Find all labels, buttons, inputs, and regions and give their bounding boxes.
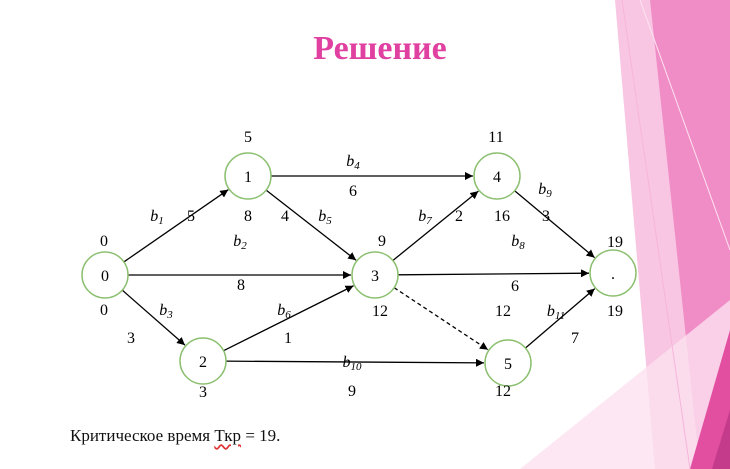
node-label: 2: [199, 354, 207, 371]
node-early-time: 0: [100, 233, 108, 250]
edge-duration-label: 5: [187, 208, 195, 225]
edge-n3-n6: [397, 269, 590, 278]
edge-n5-n6: [525, 288, 596, 349]
edge-name-subscript: 8: [519, 240, 525, 252]
node-circle: [589, 249, 637, 297]
node-early-time: 5: [244, 129, 252, 146]
deco-line-2: [639, 0, 730, 251]
node-circle: [81, 251, 129, 299]
node-label: 4: [493, 169, 501, 186]
edge-name-label: b11: [547, 303, 565, 322]
edge-n4-n6: [514, 190, 596, 259]
critical-time-caption: Критическое время Ткр = 19.: [70, 426, 280, 446]
slide-title: Решение: [313, 30, 447, 67]
edge-name-label: b10: [343, 354, 363, 373]
edge-duration-label: 1: [284, 330, 292, 347]
edge-duration-label: 2: [455, 208, 463, 225]
edge-n2-n3: [223, 285, 354, 352]
node-late-time: 12: [372, 303, 388, 320]
edge-name-subscript: 4: [354, 160, 360, 172]
edge-name-subscript: 10: [351, 361, 363, 373]
node-late-time: 12: [495, 303, 511, 320]
node-early-time: 12: [495, 383, 511, 400]
node-early-time: 19: [607, 234, 623, 251]
edge-name-label: b1: [150, 208, 164, 227]
node-circle: [224, 152, 272, 200]
edge-duration-label: 8: [237, 277, 245, 294]
edge-name-subscript: 6: [285, 309, 291, 321]
node-label: 1: [244, 169, 252, 186]
edge-name-label: b5: [318, 208, 332, 227]
edge-name-subscript: 7: [426, 215, 432, 227]
edge-name-label: b2: [233, 233, 247, 252]
edge-name-subscript: 2: [241, 240, 247, 252]
critical-time-value: = 19.: [241, 426, 281, 445]
edge-duration-label: 3: [127, 330, 135, 347]
deco-band-white: [520, 300, 730, 469]
critical-time-symbol: Ткр: [214, 426, 242, 445]
edge-name-label: b7: [418, 208, 432, 227]
edge-n2-n5: [225, 358, 485, 367]
node-label: 5: [504, 356, 512, 373]
edge-name-subscript: 1: [158, 215, 164, 227]
deco-band-magenta: [690, 330, 730, 469]
edge-name-subscript: 5: [326, 215, 332, 227]
edge-name-label: b4: [346, 153, 360, 172]
edge-name-subscript: 3: [166, 309, 173, 321]
edge-duration-label: 7: [571, 330, 579, 347]
node-late-time: 16: [494, 208, 510, 225]
edge-name-label: b6: [277, 302, 291, 321]
edge-n0-n2: [121, 289, 186, 346]
edge-name-label: b8: [511, 233, 525, 252]
deco-band-dark: [712, 410, 730, 469]
node-circle: [473, 152, 521, 200]
edge-n3-n4: [392, 190, 479, 262]
node-circle: [351, 251, 399, 299]
critical-time-text: Критическое время: [70, 426, 215, 445]
node-early-time: 9: [378, 233, 386, 250]
node-circle: [179, 337, 227, 385]
node-early-time: 11: [488, 129, 503, 146]
node-label: 0: [101, 268, 109, 285]
edge-n3-n5: [393, 287, 489, 351]
node-late-time: 8: [244, 208, 252, 225]
node-late-time: 0: [100, 302, 108, 319]
edge-duration-label: 6: [349, 183, 357, 200]
node-label: .: [611, 266, 615, 283]
edge-n1-n3: [265, 189, 357, 261]
node-late-time: 19: [607, 303, 623, 320]
node-label: 3: [371, 268, 379, 285]
edge-duration-label: 3: [542, 208, 550, 225]
deco-line: [621, 0, 691, 469]
edge-duration-label: 6: [511, 278, 519, 295]
edge-n0-n1: [123, 189, 229, 263]
node-early-time: 3: [199, 384, 207, 401]
edge-name-subscript: 9: [546, 188, 552, 200]
node-circle: [484, 339, 532, 387]
edge-name-label: b3: [159, 302, 173, 321]
edge-name-label: b9: [538, 181, 552, 200]
edge-duration-label: 9: [348, 383, 356, 400]
edge-name-subscript: 11: [555, 310, 565, 322]
edge-duration-label: 4: [281, 208, 289, 225]
